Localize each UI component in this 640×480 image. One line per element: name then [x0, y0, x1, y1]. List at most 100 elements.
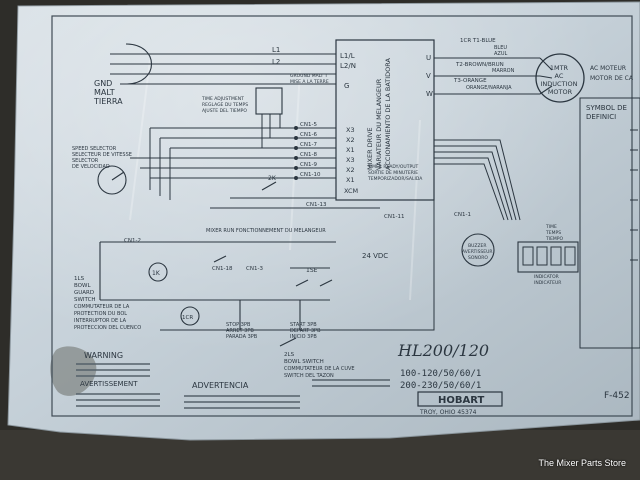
- x-term-3: X1: [346, 146, 355, 154]
- time-label-3: TIEMPO: [545, 236, 564, 242]
- motor-label-1: 1MTR: [550, 64, 569, 72]
- motor-label-3: INDUCTION: [540, 80, 577, 88]
- svg-text:TIERRA: TIERRA: [93, 97, 123, 106]
- l2-label: L2: [272, 58, 280, 66]
- board-sub-2: SORTIE DE MINUTERIE: [368, 170, 418, 176]
- speed-sel-4: DE VELOCIDAD: [72, 164, 110, 170]
- bowl-guard-2: BOWL: [74, 283, 91, 289]
- mixer-run-label: MIXER RUN FONCTIONNEMENT DU MELANGEUR: [206, 228, 326, 234]
- warning-fineprint: [76, 363, 390, 409]
- bowl-switch-2: BOWL SWITCH: [284, 359, 324, 365]
- ground-note-2: MISE A LA TERRE: [290, 79, 329, 85]
- x-term-7: XCM: [344, 187, 358, 195]
- tierra-label: TIERRA: [93, 97, 123, 106]
- vdc-label: 24 VDC: [362, 252, 388, 260]
- wire-t3-fr: ORANGE/NARANJA: [466, 85, 512, 91]
- speed-sel-2: SELECTEUR DE VITESSE: [72, 152, 132, 158]
- cn1-13: CN1-13: [306, 202, 327, 208]
- rating-1: 100-120/50/60/1: [400, 369, 481, 379]
- cn1-8: CN1-8: [300, 152, 317, 158]
- x-term-4: X3: [346, 156, 355, 164]
- x-term-1: X3: [346, 126, 355, 134]
- terminal-u: U: [426, 54, 431, 62]
- cn1-3: CN1-3: [246, 266, 263, 272]
- cn1-11: CN1-11: [384, 214, 404, 220]
- stop-1: STOP 3PB: [226, 322, 251, 328]
- mixer-drive-board: [335, 39, 435, 201]
- bowl-switch-3: COMMUTATEUR DE LA CUVE: [284, 366, 355, 372]
- contact-2k: [261, 181, 277, 191]
- terminal-v: V: [426, 72, 431, 80]
- time-label-2: TEMPS: [545, 230, 561, 236]
- control-circuit: [99, 242, 333, 347]
- contact-1se-label: 1SE: [306, 267, 318, 274]
- wire-t2-es: MARRON: [492, 68, 515, 74]
- start-2: DEPART 3PB: [290, 328, 321, 334]
- malt-label: MALT: [94, 88, 115, 97]
- board-label-en: MIXER DRIVE: [366, 127, 374, 170]
- bowl-switch-1: 2LS: [284, 352, 295, 358]
- l1n-label: L1/L: [340, 52, 355, 60]
- contact-1k-label: 1K: [152, 270, 161, 277]
- l2n-label: L2/N: [340, 62, 356, 70]
- svg-text:BUZZER AVERTISSEUR SON: BUZZER AVERTISSEUR SONORO: [462, 243, 494, 261]
- bowl-switch-4: SWITCH DEL TAZON: [284, 373, 334, 379]
- part-number: F-452: [604, 391, 630, 401]
- l1-label: L1: [272, 46, 280, 54]
- cn1-6: CN1-6: [300, 132, 317, 138]
- board-sub-1: TIMER READY/OUTPUT: [367, 164, 418, 170]
- motor-ac-fr: AC MOTEUR: [590, 65, 626, 72]
- wire-t1-fr: BLEU: [494, 45, 507, 51]
- bowl-guard-7: INTERRUPTOR DE LA: [74, 318, 127, 324]
- timer-adj-1: TIME ADJUSTMENT: [201, 96, 244, 102]
- legend-ticks: [630, 129, 638, 261]
- g-label: G: [344, 82, 349, 90]
- symbols-title-1: SYMBOL DE: [586, 104, 627, 112]
- gnd-label: GND: [94, 79, 112, 88]
- x-terminals: X3 X2 X1 X3 X2 X1 XCM: [344, 126, 358, 195]
- cn1-7: CN1-7: [300, 142, 317, 148]
- board-sub-3: TEMPORIZADOR/SALIDA: [367, 176, 423, 182]
- motor-label-2: AC: [555, 72, 564, 80]
- warning-es: ADVERTENCIA: [192, 381, 249, 390]
- svg-text:MIXER DRIVE VARIATEUR DU M: MIXER DRIVE VARIATEUR DU MELANGEUR ACCIO…: [366, 57, 392, 170]
- motor-wires: [434, 57, 553, 95]
- timer-adj-2: REGLAGE DU TEMPS: [202, 102, 248, 108]
- ground-group: [110, 43, 336, 85]
- start-1: START 3PB: [290, 322, 317, 328]
- board-label-fr: VARIATEUR DU MELANGEUR: [375, 78, 383, 170]
- cn1-18: CN1-18: [212, 266, 233, 272]
- speed-selector-arm: [111, 171, 125, 181]
- diagram-border: [51, 15, 633, 417]
- cn1-1: CN1-1: [454, 212, 471, 218]
- cn1-2: CN1-2: [124, 238, 141, 244]
- x-term-2: X2: [346, 136, 355, 144]
- motor-label-4: MOTOR: [548, 88, 573, 96]
- speed-selector-symbol: [97, 165, 127, 195]
- seven-segment-digits: [522, 246, 576, 266]
- cn-wiring: [100, 114, 380, 243]
- wire-t2: T2-BROWN/BRUN: [455, 62, 504, 68]
- worn-area: [50, 346, 97, 396]
- buzzer-1: BUZZER: [468, 243, 486, 249]
- buzzer-2: AVERTISSEUR: [462, 249, 493, 255]
- speed-sel-1: SPEED SELECTOR: [72, 146, 117, 152]
- stop-2: ARRET 3PB: [226, 328, 254, 334]
- bowl-guard-3: GUARD: [74, 290, 94, 296]
- hobart-logo: HOBART: [438, 395, 484, 406]
- buzzer-3: SONORO: [468, 255, 488, 261]
- photo-credit: The Mixer Parts Store: [538, 458, 626, 468]
- ac-motor-symbol: [535, 53, 585, 103]
- indicator-2: INDICATEUR: [534, 280, 561, 286]
- cn1-9: CN1-9: [300, 162, 317, 168]
- motor-ac-es: MOTOR DE CA: [590, 75, 634, 82]
- bowl-guard-5: COMMUTATEUR DE LA: [74, 304, 130, 310]
- contact-1cr-label: 1CR: [182, 315, 193, 321]
- board-label-es: ACCIONAMIENTO DE LA BATIDORA: [384, 57, 392, 170]
- stop-3: PARADA 3PB: [226, 334, 258, 340]
- cn1-5: CN1-5: [300, 122, 317, 128]
- wire-t1-es: AZUL: [494, 51, 508, 57]
- x-term-5: X2: [346, 166, 355, 174]
- contact-2k-label: 2K: [268, 175, 277, 182]
- timer-pot: [255, 87, 283, 115]
